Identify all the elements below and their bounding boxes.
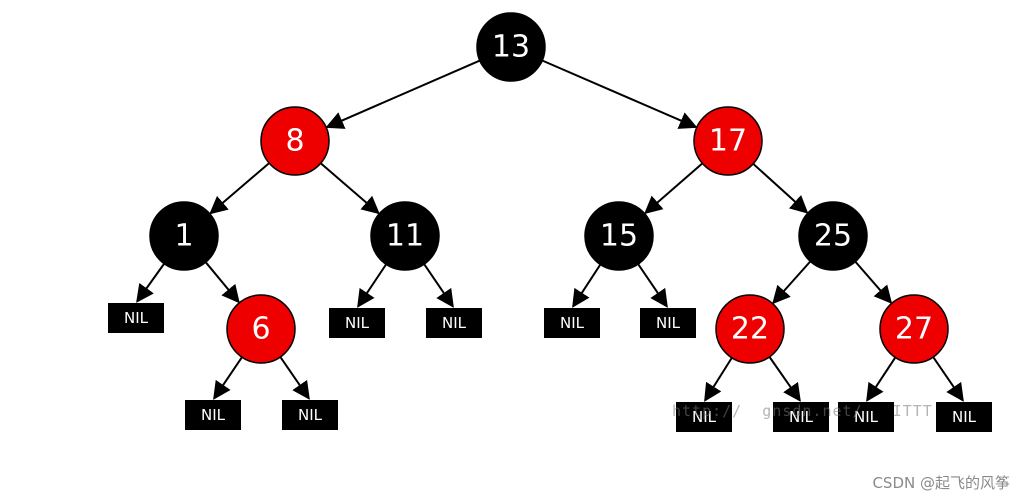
red-node-circle bbox=[879, 294, 949, 364]
edge-11-nil bbox=[423, 263, 454, 308]
nil-label: NIL bbox=[298, 406, 323, 424]
tree-node-17: 17 bbox=[693, 106, 763, 176]
tree-node-11: 11 bbox=[370, 201, 440, 271]
nil-label: NIL bbox=[952, 408, 977, 426]
node-label: 6 bbox=[251, 312, 270, 347]
nil-label: NIL bbox=[124, 309, 149, 327]
nil-box bbox=[426, 308, 482, 338]
tree-node-6: 6 bbox=[226, 294, 296, 364]
tree-node-1: 1 bbox=[149, 201, 219, 271]
red-node-circle bbox=[226, 294, 296, 364]
node-label: 22 bbox=[731, 312, 769, 347]
node-label: 25 bbox=[814, 219, 852, 254]
edge-22-nil bbox=[704, 357, 733, 402]
tree-edges bbox=[136, 59, 964, 402]
edge-27-nil bbox=[866, 356, 897, 402]
watermark-url: http:// gnsdn.net/ ITTT bbox=[672, 402, 933, 420]
nil-label: NIL bbox=[854, 408, 879, 426]
nil-leaf: NIL bbox=[426, 308, 482, 338]
tree-node-22: 22 bbox=[715, 294, 785, 364]
nil-box bbox=[282, 400, 338, 430]
edge-25-27 bbox=[854, 260, 893, 304]
nil-leaf: NIL bbox=[544, 308, 600, 338]
nil-box bbox=[108, 303, 164, 333]
nil-leaf: NIL bbox=[936, 402, 992, 432]
edge-25-22 bbox=[772, 260, 812, 305]
edge-15-nil bbox=[637, 263, 668, 308]
nil-box bbox=[676, 402, 732, 432]
edge-6-nil bbox=[213, 356, 243, 400]
black-node-circle bbox=[370, 201, 440, 271]
tree-node-15: 15 bbox=[584, 201, 654, 271]
node-label: 8 bbox=[285, 124, 304, 159]
edge-8-11 bbox=[320, 162, 380, 215]
nil-box bbox=[544, 308, 600, 338]
tree-node-13: 13 bbox=[476, 12, 546, 82]
edge-8-1 bbox=[209, 162, 270, 215]
edge-17-25 bbox=[752, 163, 809, 214]
edge-11-nil bbox=[357, 263, 387, 308]
black-node-circle bbox=[798, 201, 868, 271]
nil-label: NIL bbox=[201, 406, 226, 424]
nil-leaf: NIL bbox=[640, 308, 696, 338]
nil-leaf: NIL bbox=[676, 402, 732, 432]
nil-leaf: NIL bbox=[329, 308, 385, 338]
nil-box bbox=[640, 308, 696, 338]
edge-22-nil bbox=[768, 356, 801, 402]
red-node-circle bbox=[715, 294, 785, 364]
edge-15-nil bbox=[572, 263, 602, 308]
node-label: 27 bbox=[895, 312, 933, 347]
nil-box bbox=[185, 400, 241, 430]
node-label: 17 bbox=[709, 124, 747, 159]
tree-node-25: 25 bbox=[798, 201, 868, 271]
nil-leaf: NIL bbox=[185, 400, 241, 430]
nil-leaf: NIL bbox=[838, 402, 894, 432]
edge-13-17 bbox=[541, 59, 698, 129]
node-label: 1 bbox=[174, 219, 193, 254]
watermark-credit: CSDN @起飞的风筝 bbox=[872, 474, 1010, 492]
nil-label: NIL bbox=[442, 314, 467, 332]
edge-1-nil bbox=[136, 263, 166, 303]
nil-label: NIL bbox=[345, 314, 370, 332]
tree-node-27: 27 bbox=[879, 294, 949, 364]
black-node-circle bbox=[584, 201, 654, 271]
edge-17-15 bbox=[644, 162, 704, 215]
nil-leaves: NIL NIL NIL NIL NIL NIL NIL NIL NIL NIL NIL bbox=[108, 303, 992, 432]
node-label: 15 bbox=[600, 219, 638, 254]
nil-box bbox=[936, 402, 992, 432]
tree-node-8: 8 bbox=[260, 106, 330, 176]
nil-box bbox=[838, 402, 894, 432]
nil-label: NIL bbox=[560, 314, 585, 332]
nil-box bbox=[329, 308, 385, 338]
node-label: 11 bbox=[386, 219, 424, 254]
node-label: 13 bbox=[492, 30, 530, 65]
red-node-circle bbox=[693, 106, 763, 176]
nil-leaf: NIL bbox=[108, 303, 164, 333]
nil-label: NIL bbox=[656, 314, 681, 332]
edge-6-nil bbox=[279, 356, 310, 400]
nil-leaf: NIL bbox=[282, 400, 338, 430]
edge-27-nil bbox=[932, 356, 964, 402]
nil-label: NIL bbox=[789, 408, 814, 426]
black-node-circle bbox=[476, 12, 546, 82]
nil-leaf: NIL bbox=[773, 402, 829, 432]
edge-1-6 bbox=[204, 261, 240, 304]
nil-box bbox=[773, 402, 829, 432]
black-node-circle bbox=[149, 201, 219, 271]
red-node-circle bbox=[260, 106, 330, 176]
edge-13-8 bbox=[325, 59, 481, 129]
nil-label: NIL bbox=[692, 408, 717, 426]
